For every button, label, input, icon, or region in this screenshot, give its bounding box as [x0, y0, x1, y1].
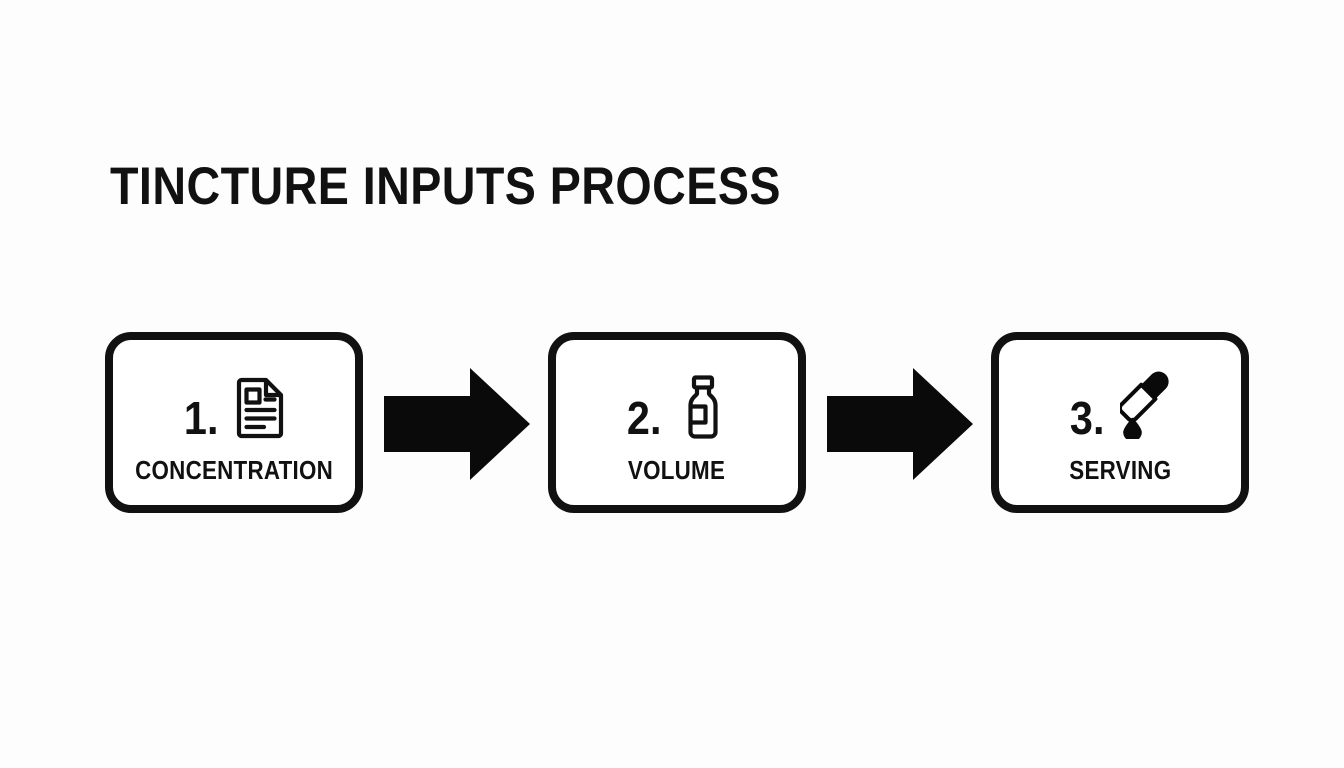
page-title: TINCTURE INPUTS PROCESS: [110, 157, 781, 216]
step-card-volume[interactable]: 2. VOLUME: [548, 332, 806, 513]
step-card-serving[interactable]: 3. SERVING: [991, 332, 1249, 513]
document-icon: [234, 371, 286, 439]
step-label: SERVING: [1068, 454, 1172, 485]
step-number: 1.: [183, 391, 219, 444]
process-flow-row: 1. CONCENTRATION: [105, 332, 1249, 513]
step-header: 1.: [182, 365, 286, 444]
right-arrow-icon: [384, 368, 530, 480]
bottle-vial-icon: [677, 371, 729, 439]
step-label: VOLUME: [628, 454, 726, 485]
right-arrow-icon: [827, 368, 973, 480]
step-header: 3.: [1068, 365, 1172, 444]
step-header: 2.: [625, 365, 729, 444]
step-number: 2.: [626, 391, 662, 444]
dropper-pipette-icon: [1120, 371, 1172, 439]
step-number: 3.: [1069, 391, 1105, 444]
step-label: CONCENTRATION: [135, 454, 333, 485]
step-card-concentration[interactable]: 1. CONCENTRATION: [105, 332, 363, 513]
